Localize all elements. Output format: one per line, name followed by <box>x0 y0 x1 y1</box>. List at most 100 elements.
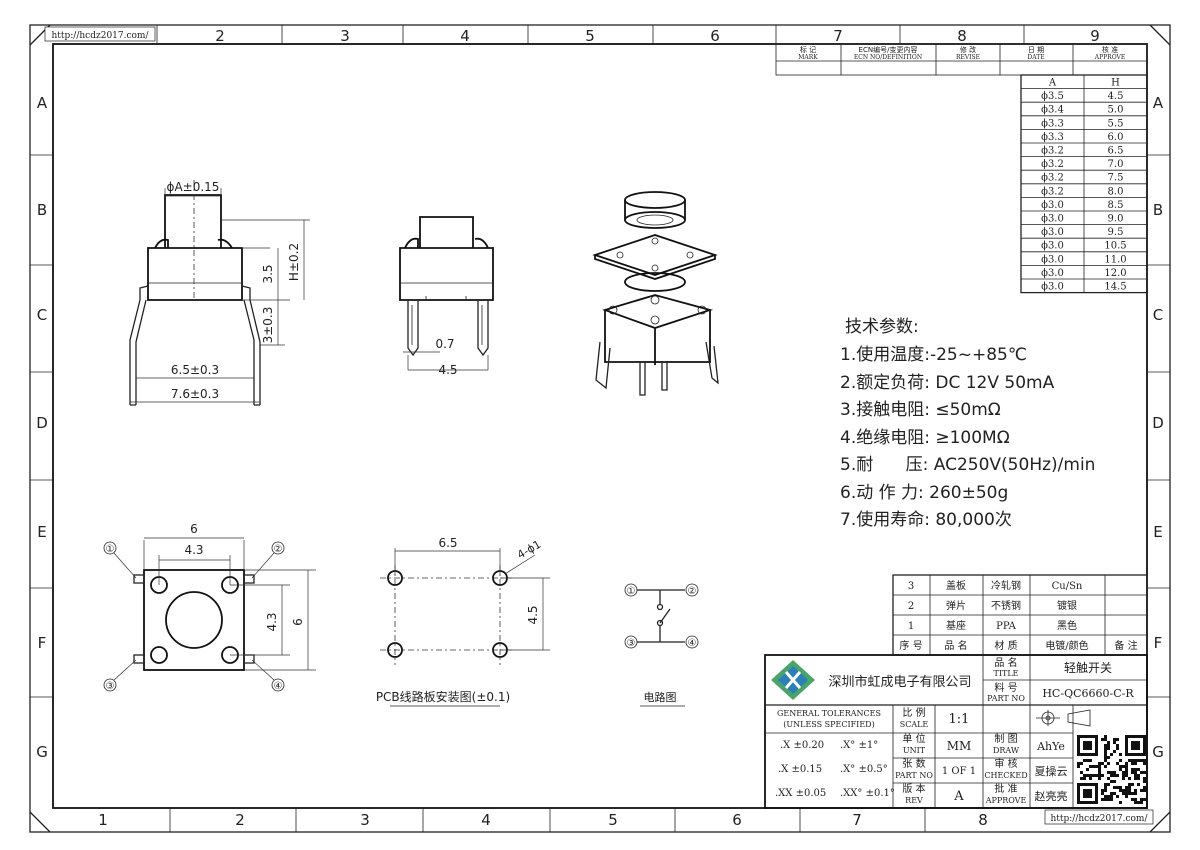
side-view: 0.7 4.5 <box>399 216 494 377</box>
size-table-cell: ϕ3.0 <box>1041 227 1064 238</box>
svg-text:序 号: 序 号 <box>899 639 922 652</box>
svg-text:D: D <box>1152 414 1164 432</box>
size-table-cell: ϕ3.0 <box>1041 268 1064 279</box>
projection-symbol-icon <box>1036 709 1091 727</box>
svg-text:.X ±0.15: .X ±0.15 <box>778 764 822 775</box>
circuit-caption: 电路图 <box>644 691 677 704</box>
svg-text:6: 6 <box>190 522 198 536</box>
svg-text:DATE: DATE <box>1027 54 1044 61</box>
svg-text:6: 6 <box>732 811 742 829</box>
svg-text:3±0.3: 3±0.3 <box>261 307 275 344</box>
svg-text:MM: MM <box>947 739 972 753</box>
svg-text:8: 8 <box>957 27 967 45</box>
svg-text:A: A <box>1153 94 1164 112</box>
svg-text:版 本: 版 本 <box>902 782 925 795</box>
url-bottom[interactable]: http://hcdz2017.com/ <box>1050 814 1148 824</box>
svg-text:PART NO: PART NO <box>895 771 933 780</box>
size-table-cell: ϕ3.3 <box>1041 132 1064 143</box>
size-table-cell: 14.5 <box>1104 282 1126 293</box>
size-table-cell: 6.5 <box>1108 146 1124 157</box>
front-view: ϕA±0.15 3.5 H±0.2 3±0.3 6.5±0.3 7.6±0.3 <box>129 180 310 406</box>
outer-frame <box>29 24 1171 833</box>
spec-item: 2.额定负荷: DC 12V 50mA <box>840 373 1055 393</box>
svg-text:A: A <box>37 94 48 112</box>
svg-text:批 准: 批 准 <box>994 782 1017 795</box>
svg-text:1:1: 1:1 <box>949 712 970 727</box>
svg-text:基座: 基座 <box>946 619 966 632</box>
svg-text:A: A <box>953 789 964 804</box>
inner-frame <box>52 43 1148 809</box>
svg-text:3.5: 3.5 <box>261 264 275 283</box>
pcb-layout: 6.5 4-ϕ1 4.5 PCB线路板安装图(±0.1) <box>376 536 550 707</box>
svg-text:.X° ±0.5°: .X° ±0.5° <box>840 764 888 775</box>
svg-text:PPA: PPA <box>996 621 1017 632</box>
svg-text:REV: REV <box>905 796 923 805</box>
size-table-cell: 8.0 <box>1108 186 1124 197</box>
specs-title: 技术参数: <box>845 317 919 337</box>
qr-code-icon[interactable] <box>1077 735 1146 804</box>
circuit-diagram: ① ② ③ ④ 电路图 <box>624 583 699 707</box>
svg-text:2: 2 <box>235 811 245 829</box>
size-table-header: H <box>1111 78 1120 89</box>
svg-text:B: B <box>1153 201 1163 219</box>
url-top[interactable]: http://hcdz2017.com/ <box>51 31 149 41</box>
svg-text:3: 3 <box>360 811 370 829</box>
svg-text:冷轧钢: 冷轧钢 <box>991 579 1021 592</box>
svg-text:8: 8 <box>978 811 988 829</box>
size-table-cell: 5.0 <box>1108 105 1124 116</box>
svg-text:REVISE: REVISE <box>956 54 980 61</box>
spec-item: 4.绝缘电阻: ≥100MΩ <box>840 428 1010 448</box>
size-table-cell: 9.0 <box>1108 214 1124 225</box>
svg-text:3: 3 <box>340 27 350 45</box>
size-table-cell: 4.5 <box>1108 91 1124 102</box>
svg-text:9: 9 <box>1090 27 1100 45</box>
svg-text:4: 4 <box>460 27 470 45</box>
svg-text:②: ② <box>688 586 697 597</box>
svg-text:2: 2 <box>215 27 225 45</box>
svg-text:料 号: 料 号 <box>994 681 1017 694</box>
svg-text:H±0.2: H±0.2 <box>287 243 301 281</box>
svg-text:标 记: 标 记 <box>800 45 816 54</box>
svg-text:ECN NO/DEFINITION: ECN NO/DEFINITION <box>854 54 922 61</box>
svg-text:①: ① <box>627 586 636 597</box>
svg-text:盖板: 盖板 <box>946 579 966 592</box>
svg-text:③: ③ <box>106 681 115 692</box>
size-table-cell: ϕ3.2 <box>1041 159 1064 170</box>
svg-text:C: C <box>37 306 47 324</box>
spec-item: 7.使用寿命: 80,000次 <box>840 509 1012 530</box>
svg-text:F: F <box>38 634 47 652</box>
bom-table: 3 盖板 冷轧钢 Cu/Sn 2 弹片 不锈钢 镀银 1 基座 PPA 黑色 序… <box>892 574 1148 656</box>
svg-text:7.6±0.3: 7.6±0.3 <box>171 387 219 401</box>
exploded-view <box>592 191 719 396</box>
size-table-cell: ϕ3.0 <box>1041 214 1064 225</box>
svg-text:单 位: 单 位 <box>902 732 925 745</box>
svg-text:G: G <box>36 743 48 761</box>
svg-text:4.3: 4.3 <box>184 543 203 557</box>
size-table-cell: ϕ3.2 <box>1041 146 1064 157</box>
product-name: 轻触开关 <box>1064 661 1112 675</box>
size-table-cell: 7.5 <box>1108 173 1124 184</box>
svg-text:1 OF 1: 1 OF 1 <box>942 766 976 777</box>
svg-text:6: 6 <box>291 618 305 626</box>
svg-text:③: ③ <box>627 638 636 649</box>
spec-item: 3.接触电阻: ≤50mΩ <box>840 400 1001 420</box>
svg-text:B: B <box>37 201 47 219</box>
svg-text:7: 7 <box>833 27 843 45</box>
size-table-cell: ϕ3.2 <box>1041 186 1064 197</box>
svg-text:②: ② <box>274 544 283 555</box>
title-block: 深圳市虹成电子有限公司 品 名 TITLE 轻触开关 料 号 PART NO H… <box>764 654 1148 809</box>
size-table-header: A <box>1048 78 1057 89</box>
size-table-cell: 7.0 <box>1108 159 1124 170</box>
svg-text:2: 2 <box>908 601 914 612</box>
svg-text:TITLE: TITLE <box>994 669 1019 678</box>
column-markers-top: 2 3 4 5 6 7 8 9 <box>156 25 1100 45</box>
spec-item: 6.动 作 力: 260±50g <box>840 483 1008 503</box>
svg-text:6: 6 <box>710 27 720 45</box>
size-table-cell: 5.5 <box>1108 118 1124 129</box>
size-table-cell: ϕ3.0 <box>1041 282 1064 293</box>
svg-text:赵亮亮: 赵亮亮 <box>1035 789 1068 803</box>
svg-text:.XX ±0.05: .XX ±0.05 <box>775 788 826 799</box>
svg-text:(UNLESS SPECIFIED): (UNLESS SPECIFIED) <box>783 720 874 729</box>
part-number: HC-QC6660-C-R <box>1042 687 1134 700</box>
